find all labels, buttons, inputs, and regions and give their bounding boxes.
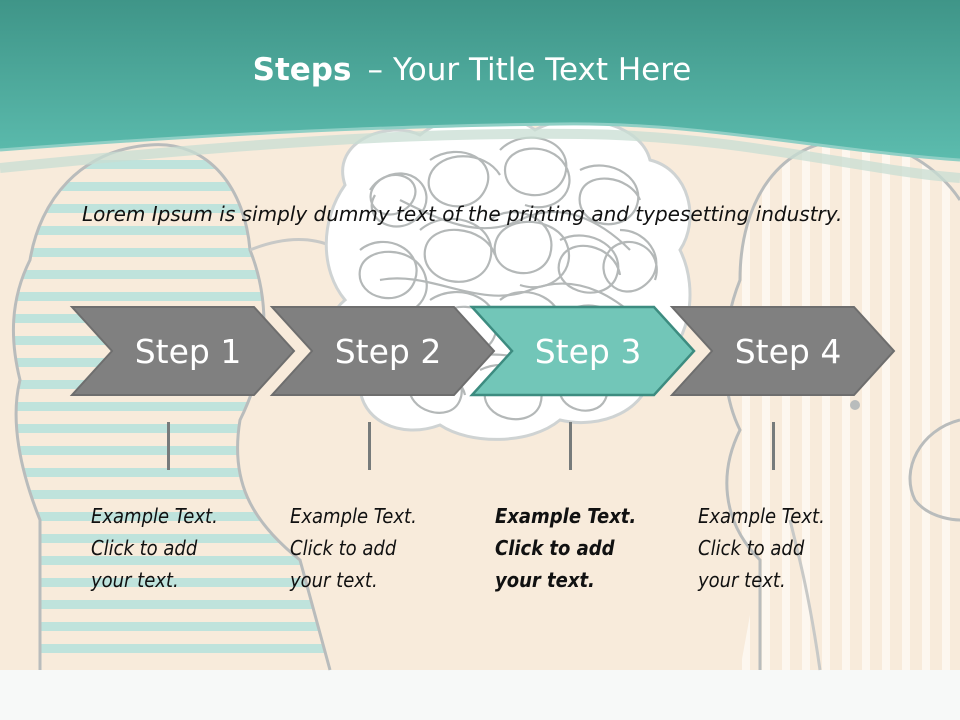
step-2-desc-line: Click to add	[290, 536, 397, 560]
step-4-chevron[interactable]: Step 4	[669, 306, 896, 396]
step-3-chevron[interactable]: Step 3	[469, 305, 696, 397]
step-4-desc-line: your text.	[698, 568, 786, 592]
step-1-desc-line: Example Text.	[91, 504, 218, 528]
step-4-desc-line: Example Text.	[698, 504, 825, 528]
slide-title: Steps–Your Title Text Here	[0, 52, 944, 88]
step-3-desc-line: Example Text.	[495, 504, 637, 528]
title-rest: Your Title Text Here	[392, 52, 692, 88]
step-2-description[interactable]: Example Text. Click to add your text.	[290, 500, 470, 596]
step-3-desc-line: Click to add	[495, 536, 615, 560]
step-4-connector	[772, 422, 775, 470]
step-1-desc-line: Click to add	[91, 536, 198, 560]
step-3-desc-line: your text.	[495, 568, 595, 592]
step-1-desc-line: your text.	[91, 568, 179, 592]
step-2-connector	[368, 422, 371, 470]
step-2-desc-line: Example Text.	[290, 504, 417, 528]
intro-text: Lorem Ipsum is simply dummy text of the …	[82, 202, 843, 226]
step-3-connector	[569, 422, 572, 470]
step-2-chevron[interactable]: Step 2	[269, 306, 496, 396]
step-2-desc-line: your text.	[290, 568, 378, 592]
title-bold: Steps	[252, 52, 352, 88]
step-4-label: Step 4	[735, 332, 842, 371]
step-3-description[interactable]: Example Text. Click to add your text.	[495, 500, 675, 596]
step-1-connector	[167, 422, 170, 470]
step-4-description[interactable]: Example Text. Click to add your text.	[698, 500, 878, 596]
step-1-description[interactable]: Example Text. Click to add your text.	[91, 500, 271, 596]
step-2-label: Step 2	[335, 332, 442, 371]
step-3-label: Step 3	[535, 332, 642, 371]
step-4-desc-line: Click to add	[698, 536, 805, 560]
step-1-label: Step 1	[135, 332, 242, 371]
step-1-chevron[interactable]: Step 1	[69, 306, 296, 396]
right-head-stripes	[725, 140, 960, 670]
title-separator: –	[367, 52, 383, 88]
